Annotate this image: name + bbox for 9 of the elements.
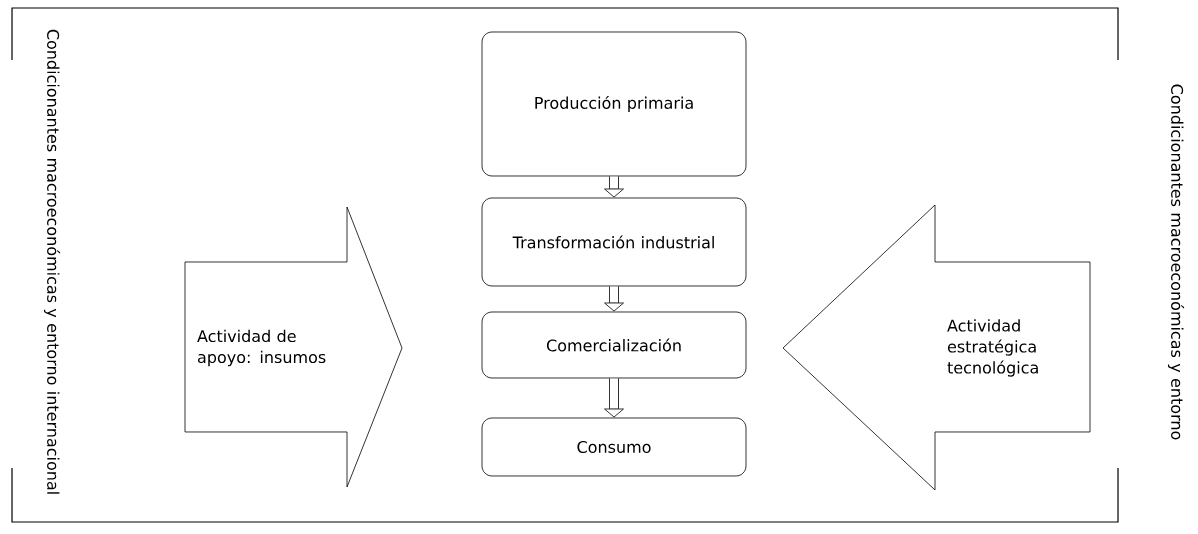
hollow-arrow — [604, 286, 624, 312]
side-label: Condicionantes macroeconómicas y entorno — [1167, 84, 1185, 440]
process-box: Consumo — [481, 417, 747, 477]
process-box: Comercialización — [481, 311, 747, 379]
hollow-arrow — [604, 378, 624, 418]
process-box: Producción primaria — [481, 31, 747, 177]
hollow-arrow — [604, 176, 624, 198]
side-label: Condicionantes macroeconómicas y entorno internacional — [43, 29, 61, 494]
process-box: Transformación industrial — [481, 197, 747, 287]
